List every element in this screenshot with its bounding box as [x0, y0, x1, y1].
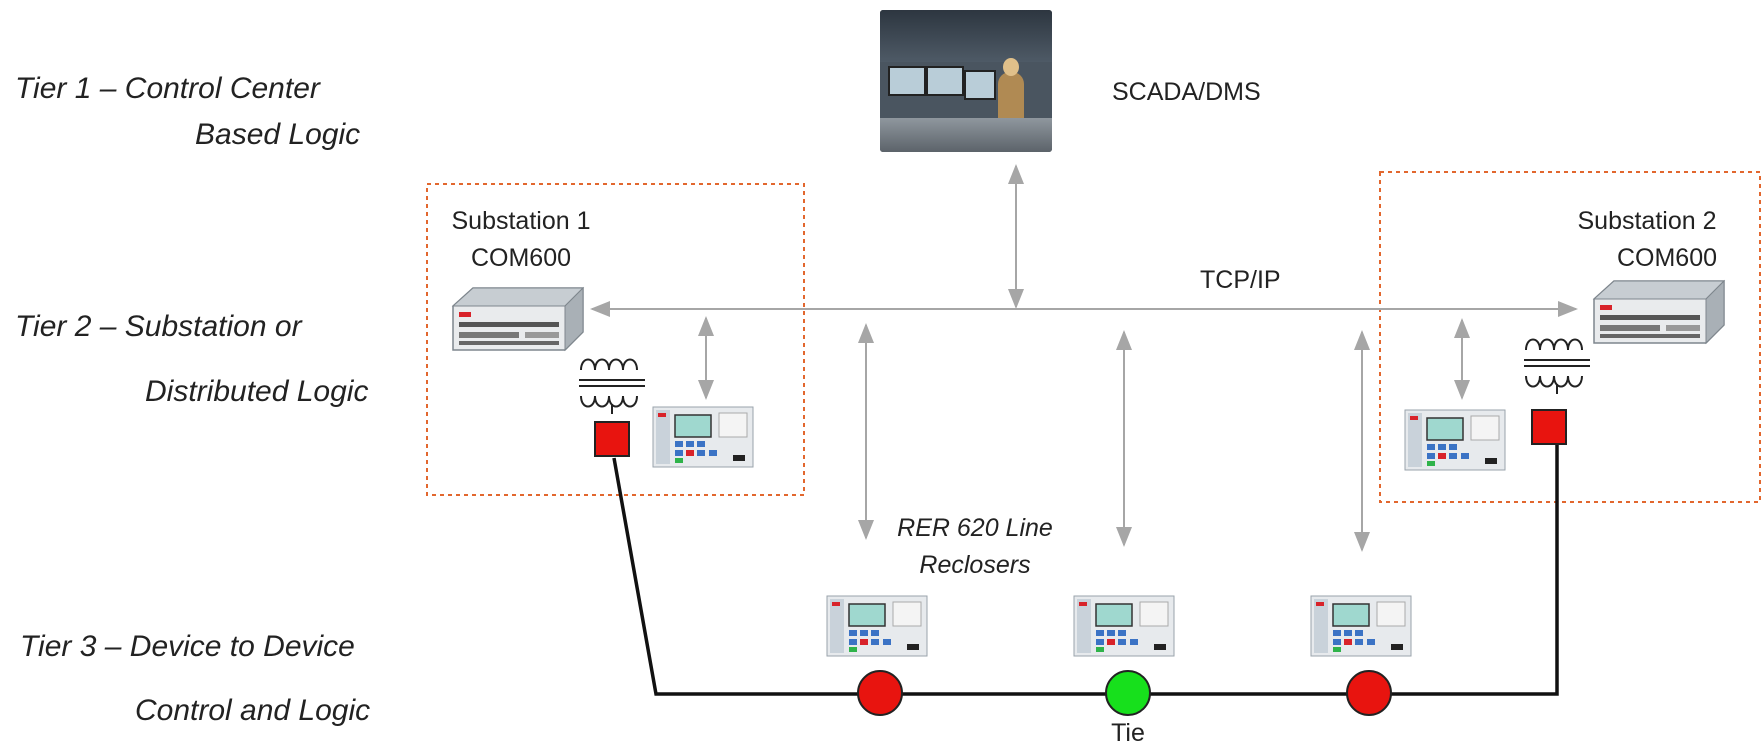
reclosers-label-line2: Reclosers	[919, 551, 1031, 579]
substation1-com600-device	[452, 287, 584, 351]
substation2-breaker	[1531, 409, 1567, 445]
tier1-label-line2: Based Logic	[195, 118, 361, 151]
substation1-device-label: COM600	[470, 244, 572, 272]
tcpip-label: TCP/IP	[1200, 266, 1281, 294]
tie-breaker-open	[1105, 670, 1151, 716]
tier3-label-line2: Control and Logic	[135, 694, 371, 727]
substation2-device-label: COM600	[1616, 244, 1718, 272]
substation1-title: Substation 1	[451, 207, 591, 235]
substation1-transformer-icon	[578, 358, 646, 415]
substation2-relay	[1404, 409, 1506, 471]
substation2-title: Substation 2	[1577, 207, 1717, 235]
substation1-breaker	[594, 421, 630, 457]
recloser3-relay	[1310, 595, 1412, 657]
tier2-label-line2: Distributed Logic	[145, 375, 369, 408]
substation2-com600-device	[1593, 280, 1725, 344]
reclosers-label-line1: RER 620 Line	[897, 514, 1053, 542]
scada-control-room-image	[880, 10, 1052, 152]
substation2-transformer-icon	[1523, 338, 1591, 395]
tier2-label-line1: Tier 2 – Substation or	[15, 310, 302, 343]
tie-label: Tie	[1111, 719, 1145, 747]
substation1-relay	[652, 406, 754, 468]
substation2-boundary	[1379, 171, 1761, 503]
tier3-label-line1: Tier 3 – Device to Device	[20, 630, 355, 663]
recloser3-breaker-closed	[1346, 670, 1392, 716]
tier1-label-line1: Tier 1 – Control Center	[15, 72, 320, 105]
recloser1-relay	[826, 595, 928, 657]
recloser2-relay	[1073, 595, 1175, 657]
recloser1-breaker-closed	[857, 670, 903, 716]
scada-dms-label: SCADA/DMS	[1112, 78, 1261, 106]
